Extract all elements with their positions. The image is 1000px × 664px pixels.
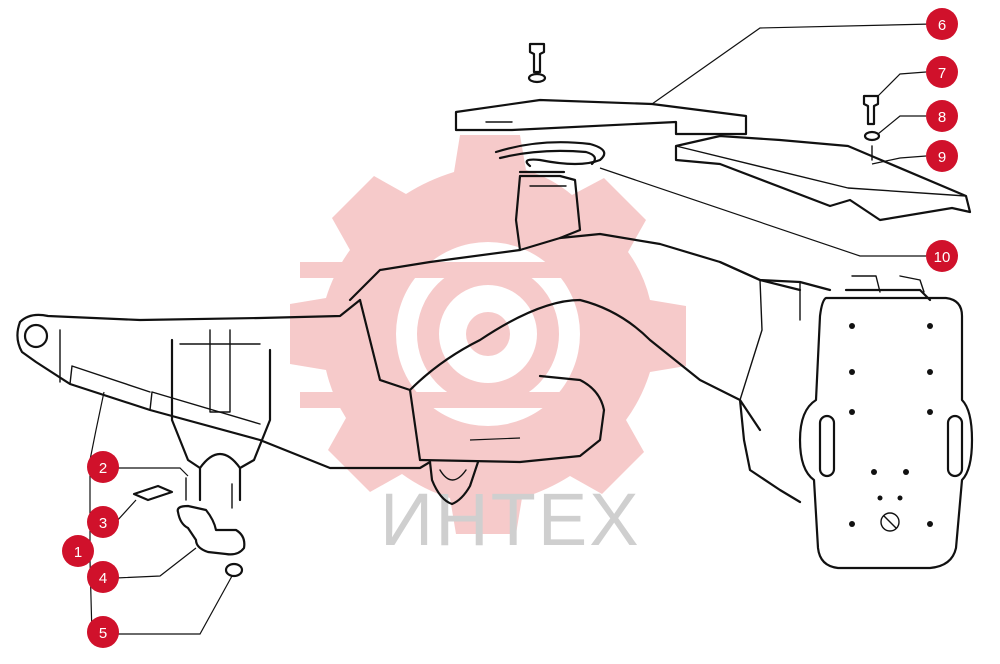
callout-7: 7 (926, 56, 958, 88)
callout-label-2: 2 (99, 460, 107, 477)
callout-label-7: 7 (938, 65, 946, 82)
callout-label-5: 5 (99, 625, 107, 642)
callout-6: 6 (926, 8, 958, 40)
callout-1: 1 (62, 535, 94, 567)
callout-10: 10 (926, 240, 958, 272)
callout-label-9: 9 (938, 149, 946, 166)
bolt-right (862, 94, 881, 161)
frame-assembly (16, 174, 974, 570)
callout-2: 2 (87, 451, 119, 483)
watermark-text: ИНТЕХ (380, 478, 641, 561)
callout-9: 9 (926, 140, 958, 172)
callout-label-8: 8 (938, 109, 946, 126)
rear-plate-holes (849, 323, 933, 527)
callout-3: 3 (87, 506, 119, 538)
spring-part (494, 141, 606, 174)
side-bar-plate (674, 134, 972, 222)
top-cover-plate (454, 98, 748, 136)
callout-label-1: 1 (74, 544, 82, 561)
callout-label-3: 3 (99, 515, 107, 532)
callout-4: 4 (87, 561, 119, 593)
lower-clamp-parts (132, 477, 246, 578)
callout-5: 5 (87, 616, 119, 648)
callout-label-4: 4 (99, 570, 107, 587)
callout-label-10: 10 (934, 249, 951, 266)
callout-label-6: 6 (938, 17, 946, 34)
bolt-top (527, 42, 547, 84)
callout-8: 8 (926, 100, 958, 132)
